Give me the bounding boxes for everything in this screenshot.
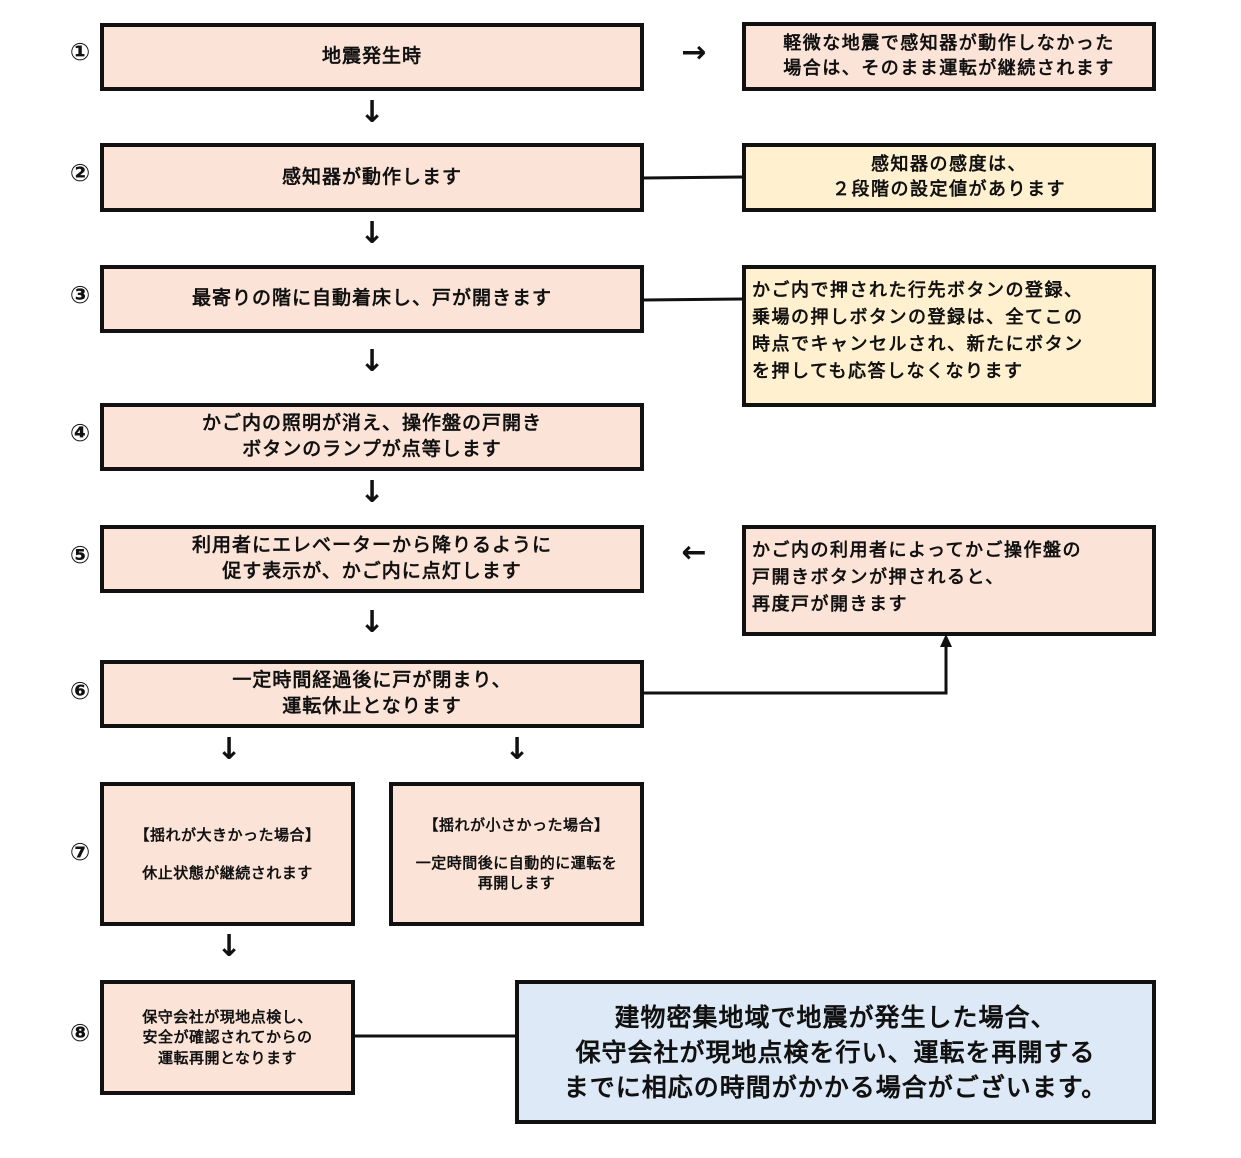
step-number-4: ④	[69, 419, 91, 447]
step-box-5: 利用者にエレベーターから降りるように 促す表示が、かご内に点灯します	[100, 525, 644, 593]
step-text: 安全が確認されてからの	[142, 1028, 313, 1047]
step-text: 促す表示が、かご内に点灯します	[222, 560, 522, 582]
arrow-down-icon: ↓	[359, 475, 385, 510]
arrow-down-icon: ↓	[359, 605, 385, 640]
step-number-8: ⑧	[69, 1019, 91, 1047]
connector-step3-cancel	[642, 297, 743, 302]
step-number-7: ⑦	[69, 838, 91, 866]
step-number-1: ①	[69, 38, 91, 66]
arrow-down-icon: ↓	[359, 216, 385, 251]
branch-text: 再開します	[477, 874, 556, 893]
note-text: 保守会社が現地点検を行い、運転を再開する	[575, 1037, 1096, 1067]
step-text: 一定時間経過後に戸が閉まり、	[232, 669, 512, 692]
step-box-3: 最寄りの階に自動着床し、戸が開きます	[100, 265, 644, 333]
step-text: かご内の照明が消え、操作盤の戸開き	[201, 412, 542, 435]
step-text: 感知器が動作します	[281, 165, 462, 188]
note-sensitivity: 感知器の感度は、 ２段階の設定値があります	[742, 143, 1156, 212]
arrow-down-icon: ↓	[216, 732, 242, 767]
note-text: 時点でキャンセルされ、新たにボタン	[752, 334, 1084, 355]
arrow-left-icon: ←	[681, 535, 707, 570]
note-text: 建物密集地域で地震が発生した場合、	[614, 1002, 1057, 1032]
note-minor-quake: 軽微な地震で感知器が動作しなかった 場合は、そのまま運転が継続されます	[742, 22, 1156, 91]
step-box-2: 感知器が動作します	[100, 143, 644, 212]
note-text: 再度戸が開きます	[752, 594, 908, 615]
arrow-down-icon: ↓	[359, 344, 385, 379]
note-cancel-registrations: かご内で押された行先ボタンの登録、 乗場の押しボタンの登録は、全てこの 時点でキ…	[742, 265, 1156, 407]
connector-step6-reopen	[643, 645, 948, 695]
step-text: 保守会社が現地点検し、	[142, 1008, 313, 1027]
connector-step2-sensitivity	[642, 175, 743, 180]
step-box-8: 保守会社が現地点検し、 安全が確認されてからの 運転再開となります	[100, 980, 355, 1095]
step-text: 地震発生時	[321, 45, 422, 68]
step-number-6: ⑥	[69, 677, 91, 705]
step-number-2: ②	[69, 159, 91, 187]
note-text: ２段階の設定値があります	[832, 178, 1066, 200]
branch-heading: 【揺れが小さかった場合】	[423, 815, 610, 834]
note-text: 戸開きボタンが押されると、	[752, 567, 1005, 588]
branch-text: 休止状態が継続されます	[142, 864, 313, 882]
note-text: 軽微な地震で感知器が動作しなかった	[783, 33, 1115, 55]
note-text: 感知器の感度は、	[871, 154, 1027, 176]
note-text: までに相応の時間がかかる場合がございます。	[563, 1072, 1108, 1102]
step-box-6: 一定時間経過後に戸が閉まり、 運転休止となります	[100, 660, 644, 728]
note-reopen-door: かご内の利用者によってかご操作盤の 戸開きボタンが押されると、 再度戸が開きます	[742, 525, 1156, 636]
arrow-right-icon: →	[681, 35, 707, 70]
note-text: かご内の利用者によってかご操作盤の	[752, 540, 1083, 561]
step-number-3: ③	[69, 281, 91, 309]
branch-heading: 【揺れが大きかった場合】	[134, 825, 321, 844]
note-text: かご内で押された行先ボタンの登録、	[752, 280, 1084, 301]
step-number-5: ⑤	[69, 541, 91, 569]
arrow-down-icon: ↓	[216, 929, 242, 964]
arrowhead-up-icon	[940, 634, 952, 647]
step-box-1: 地震発生時	[100, 23, 644, 91]
note-dense-area: 建物密集地域で地震が発生した場合、 保守会社が現地点検を行い、運転を再開する ま…	[515, 980, 1156, 1124]
step-box-7-large-shake: 【揺れが大きかった場合】 休止状態が継続されます	[100, 782, 355, 926]
step-text: 運転再開となります	[157, 1048, 298, 1067]
step-text: 最寄りの階に自動着床し、戸が開きます	[191, 287, 552, 310]
step-box-7-small-shake: 【揺れが小さかった場合】 一定時間後に自動的に運転を 再開します	[389, 782, 644, 926]
arrow-down-icon: ↓	[504, 732, 530, 767]
note-text: 場合は、そのまま運転が継続されます	[783, 57, 1115, 79]
note-text: 乗場の押しボタンの登録は、全てこの	[752, 307, 1084, 328]
branch-text: 一定時間後に自動的に運転を	[415, 853, 618, 872]
step-text: 利用者にエレベーターから降りるように	[191, 534, 552, 557]
step-text: ボタンのランプが点等します	[242, 438, 502, 460]
step-text: 運転休止となります	[282, 695, 462, 717]
arrow-down-icon: ↓	[359, 95, 385, 130]
note-text: を押しても応答しなくなります	[752, 361, 1024, 382]
step-box-4: かご内の照明が消え、操作盤の戸開き ボタンのランプが点等します	[100, 403, 644, 471]
